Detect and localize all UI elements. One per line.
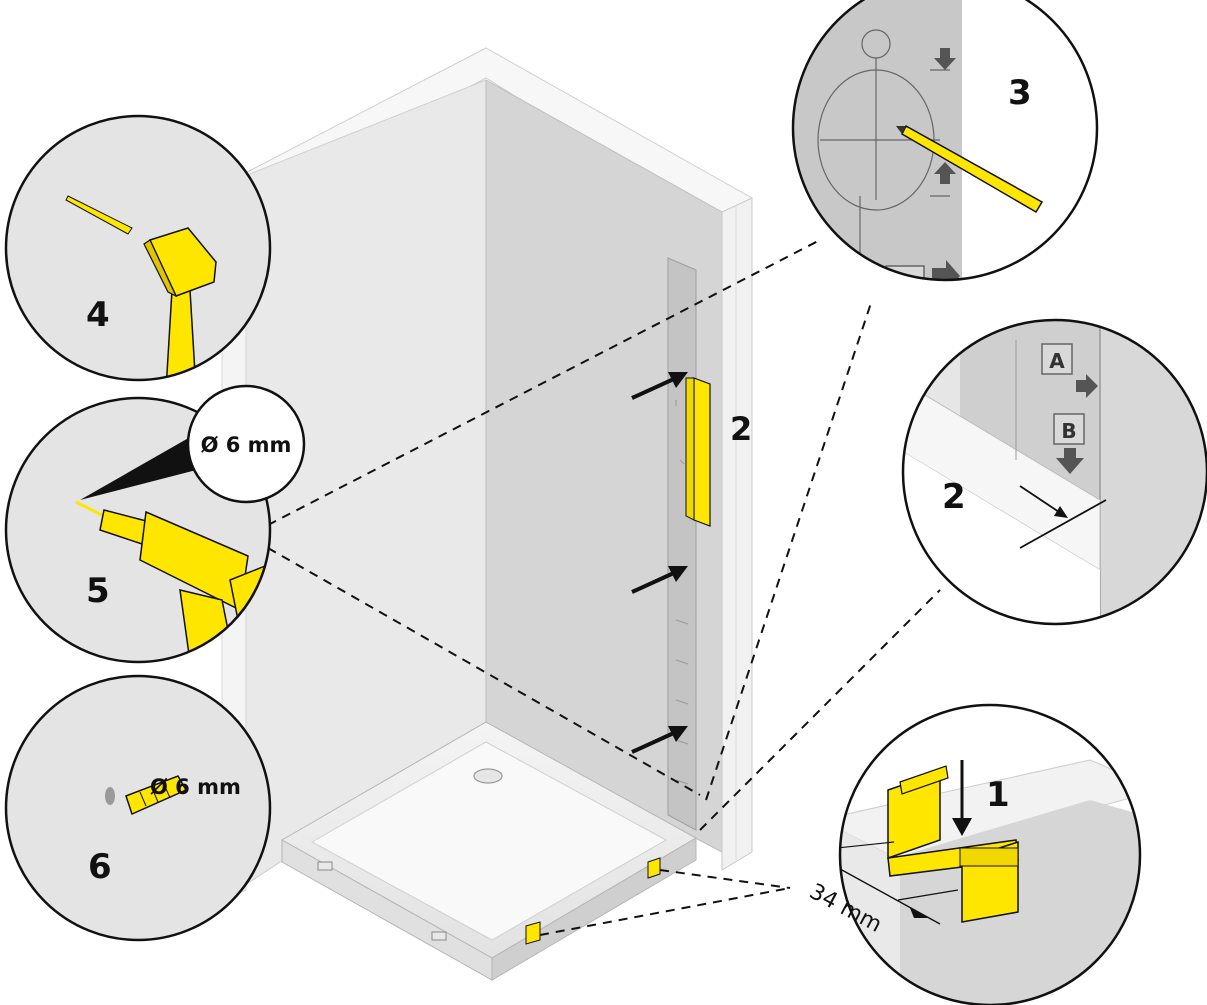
drill-size-text: Ø 6 mm <box>201 433 292 457</box>
yellow-wall-profile <box>693 377 711 527</box>
step-5-label: 5 <box>86 571 110 611</box>
callout-step-1: 1 34 mm <box>805 703 1142 1005</box>
drill-size-pointer <box>80 436 204 500</box>
tag-b-text: B <box>1061 419 1076 443</box>
hammer-icon <box>143 227 217 380</box>
right-wall-thickness <box>721 197 753 871</box>
shower-corner-scene: 2 <box>221 47 753 981</box>
wall-profile <box>667 257 697 831</box>
step-2-detail-label: 2 <box>942 477 966 517</box>
pencil-icon <box>896 124 1044 214</box>
clip-bracket-icon <box>887 765 1019 923</box>
callout-step-6: Ø 6 mm 6 <box>4 674 272 942</box>
callout-step-5: 5 Ø 6 mm <box>4 384 306 664</box>
main-step-label: 2 <box>730 410 752 448</box>
callout-step-3: A 3 <box>791 0 1099 282</box>
leader-lines <box>267 239 941 936</box>
nail-icon <box>65 195 133 235</box>
step-3-label: 3 <box>1008 73 1032 113</box>
yellow-clip-front <box>525 921 541 945</box>
step-4-label: 4 <box>86 295 110 335</box>
tray-drain <box>473 768 503 784</box>
callout-step-2-detail: A B 2 <box>901 318 1207 626</box>
tag-a2-text: A <box>1049 349 1065 373</box>
drill-size-bubble <box>186 384 306 504</box>
step-6-label: 6 <box>88 847 112 887</box>
yellow-clip-right <box>647 857 661 879</box>
plug-size-text: Ø 6 mm <box>150 775 241 799</box>
step-1-label: 1 <box>986 775 1010 815</box>
wall-plug-icon <box>125 775 188 816</box>
drill-hole <box>105 787 115 805</box>
direction-arrows <box>631 372 688 754</box>
callout-step-4: 4 <box>4 114 272 382</box>
shower-tray-front-right <box>491 837 697 981</box>
